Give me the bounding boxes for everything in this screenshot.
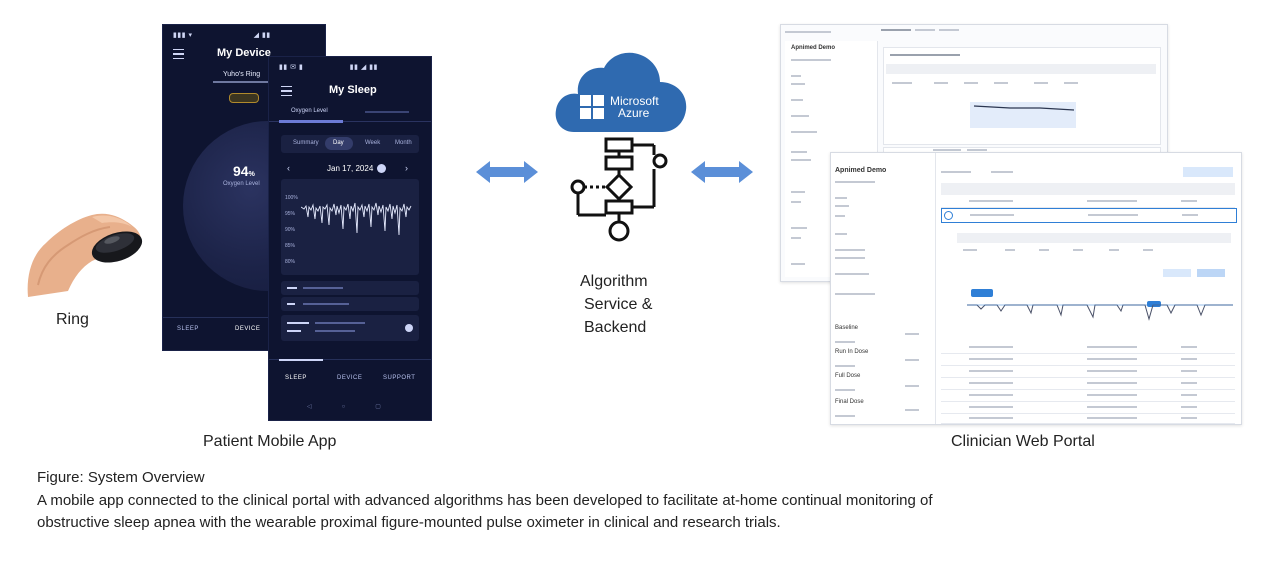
figure-caption-line1: A mobile app connected to the clinical p…	[37, 492, 933, 509]
chart-toggle-b[interactable]	[1197, 269, 1225, 277]
menu-icon[interactable]	[281, 86, 292, 96]
nav-sleep[interactable]: SLEEP	[177, 326, 199, 332]
portal-row-8[interactable]	[941, 401, 1235, 414]
ring-status-badge	[229, 93, 259, 103]
section-final-dose: Final Dose	[835, 399, 864, 405]
azure-brand-bottom: Azure	[618, 106, 650, 120]
tab-active-indicator	[279, 120, 343, 123]
algorithm-flowchart-icon	[570, 137, 668, 242]
portal-back-trend-line	[973, 105, 1075, 111]
portal-row-6[interactable]	[941, 377, 1235, 390]
nav-sleep[interactable]: SLEEP	[285, 375, 307, 381]
bottom-nav-divider	[163, 317, 325, 318]
y-tick-100: 100%	[285, 195, 298, 201]
y-tick-95: 95%	[285, 211, 296, 217]
oxygen-value: 94%	[233, 163, 255, 179]
phone-my-sleep: ▮▮ ✉ ▮ ▮▮ ◢ ▮▮ My Sleep Oxygen Level Sum…	[269, 57, 431, 420]
section-baseline: Baseline	[835, 325, 859, 331]
figure-caption-title: Figure: System Overview	[37, 469, 205, 486]
system-nav-icons: ◁○▢	[307, 404, 411, 410]
algorithm-label-line1: Algorithm	[580, 273, 648, 290]
arrow-left-double	[476, 161, 538, 183]
bottom-nav-divider	[269, 359, 431, 360]
device-title: My Device	[217, 47, 271, 59]
portal-row-3[interactable]	[941, 341, 1235, 354]
segment-day[interactable]: Day	[333, 140, 344, 146]
nav-support[interactable]: SUPPORT	[383, 375, 416, 381]
tab-underline	[269, 121, 431, 122]
oxygen-label: Oxygen Level	[223, 181, 260, 187]
segment-control: Summary Day Week Month	[281, 135, 419, 153]
portal-row-7[interactable]	[941, 389, 1235, 402]
portal-row-selected[interactable]	[941, 208, 1237, 223]
oxygen-chart-panel: 100% 95% 90% 85% 80%	[281, 179, 419, 275]
nav-device[interactable]: DEVICE	[337, 375, 363, 381]
chart-annotation-a	[971, 289, 993, 297]
portal-action-button[interactable]	[1183, 167, 1233, 177]
chart-annotation-b	[1147, 301, 1161, 307]
portal-row-9[interactable]	[941, 413, 1235, 424]
portal-back-chart-card	[883, 47, 1161, 145]
tab-inactive-placeholder[interactable]	[365, 111, 409, 113]
chart-toggle-a[interactable]	[1163, 269, 1191, 277]
section-run-in-dose: Run In Dose	[835, 349, 869, 355]
row-radio-icon[interactable]	[944, 211, 953, 220]
portal-row-4[interactable]	[941, 353, 1235, 366]
segment-week[interactable]: Week	[365, 140, 381, 146]
portal-table-header	[941, 183, 1235, 195]
y-tick-85: 85%	[285, 243, 296, 249]
algorithm-label-line3: Backend	[584, 319, 647, 336]
arrow-right-double	[691, 161, 753, 183]
sleep-date: Jan 17, 2024	[327, 164, 374, 173]
portal-front-sidebar: Apnimed Demo Baseline Run In Dose Full D…	[831, 153, 936, 424]
portal-detail-panel	[957, 233, 1233, 331]
info-icon[interactable]	[405, 324, 413, 332]
calendar-icon[interactable]	[377, 164, 386, 173]
figure-caption-line2: obstructive sleep apnea with the wearabl…	[37, 514, 781, 531]
clinician-portal-label: Clinician Web Portal	[951, 433, 1095, 450]
sleep-title: My Sleep	[329, 84, 377, 96]
stat-row-2	[281, 297, 419, 311]
stat-row-1	[281, 281, 419, 295]
segment-summary[interactable]: Summary	[293, 140, 319, 146]
ring-illustration	[22, 205, 152, 305]
date-next-icon[interactable]: ›	[405, 163, 408, 173]
portal-row-5[interactable]	[941, 365, 1235, 378]
portal-row-1[interactable]	[941, 195, 1235, 208]
section-full-dose: Full Dose	[835, 373, 861, 379]
ring-name: Yuho's Ring	[223, 71, 261, 78]
tab-oxygen-level[interactable]: Oxygen Level	[291, 108, 328, 114]
y-tick-80: 80%	[285, 259, 296, 265]
azure-brand-top: Microsoft	[610, 94, 659, 108]
portal-toolbar	[941, 167, 1233, 177]
segment-day-selected[interactable]	[325, 137, 353, 150]
segment-month[interactable]: Month	[395, 140, 412, 146]
ring-serial-line	[213, 81, 273, 83]
azure-cloud	[555, 52, 687, 132]
ring-label: Ring	[56, 311, 89, 328]
y-tick-90: 90%	[285, 227, 296, 233]
oxygen-trace	[301, 202, 412, 236]
patient-app-label: Patient Mobile App	[203, 433, 337, 450]
nav-device[interactable]: DEVICE	[235, 326, 261, 332]
menu-icon[interactable]	[173, 49, 184, 59]
portal-oximetry-trace	[967, 304, 1233, 321]
portal-front-user-name: Apnimed Demo	[835, 167, 887, 174]
windows-logo-icon	[580, 95, 604, 119]
algorithm-label-line2: Service &	[584, 296, 653, 313]
portal-window-front: Apnimed Demo Baseline Run In Dose Full D…	[830, 152, 1242, 425]
nav-active-indicator	[279, 359, 323, 361]
status-bar: ▮▮▮ ▾ ◢ ▮▮	[173, 32, 271, 39]
status-bar: ▮▮ ✉ ▮ ▮▮ ◢ ▮▮	[279, 64, 378, 71]
portal-back-user-name: Apnimed Demo	[791, 45, 836, 51]
date-prev-icon[interactable]: ‹	[287, 163, 290, 173]
stat-row-3	[281, 315, 419, 341]
